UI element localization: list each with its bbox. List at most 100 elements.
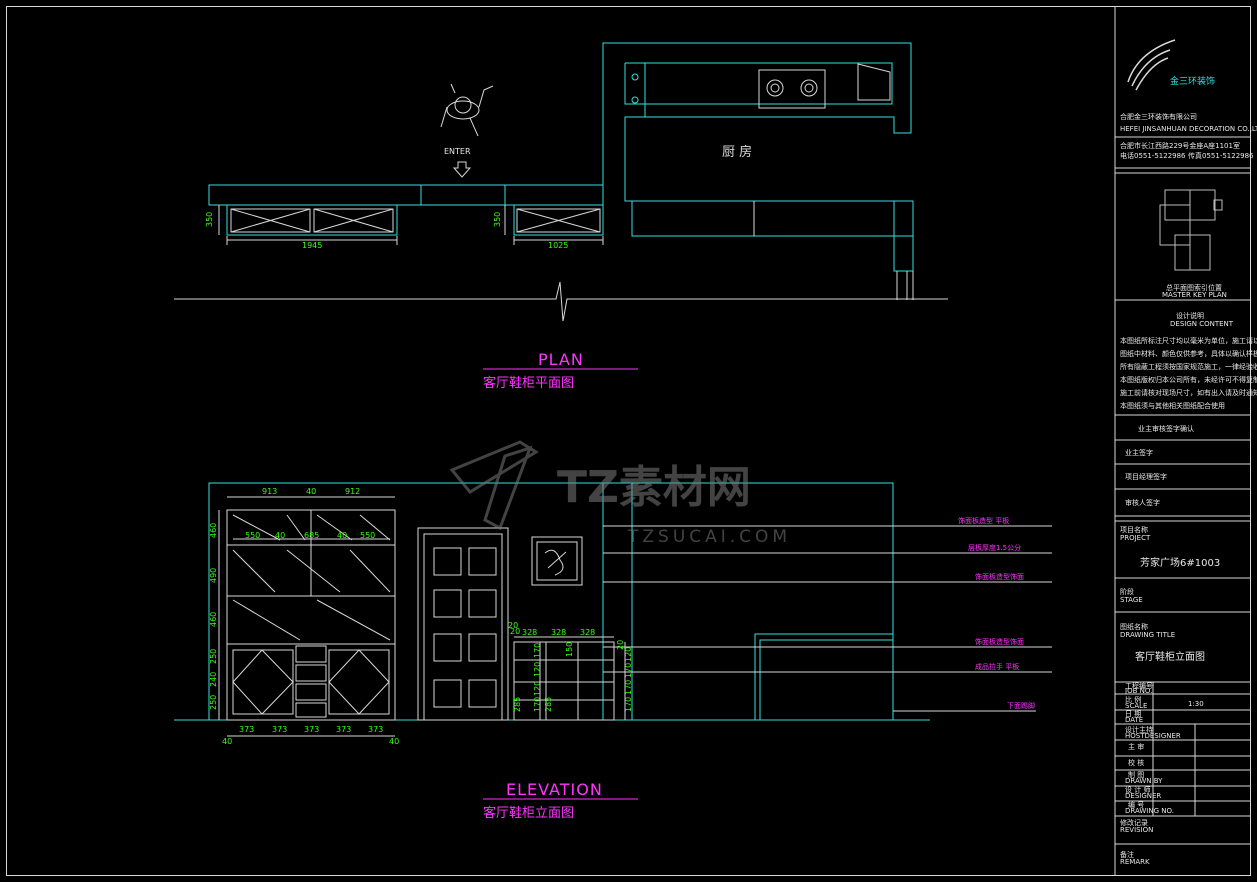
plan-view [174,42,948,322]
elev-right-top-dim-3: 328 [580,628,595,637]
remark-label: 备注 [1120,850,1134,859]
scale-value: 1:30 [1188,700,1204,708]
wall-picture-icon [531,536,583,586]
enter-label: ENTER [444,147,471,156]
elev-left-dim-2: 490 [209,568,218,583]
company-name-full: 合肥金三环装饰有限公司 [1120,112,1197,121]
keyplan-label-en: MASTER KEY PLAN [1162,291,1227,299]
elevation-title-cn: 客厅鞋柜立面图 [483,805,574,821]
dim-depth-left: 350 [205,212,214,227]
elev-bottom-dim-2: 373 [272,725,287,734]
drawn-label-en: DRAWN BY [1125,777,1163,785]
watermark-url: TZSUCAI.COM [627,527,791,547]
elev-edge-dim-right: 40 [389,737,399,746]
designer-label-en: DESIGNER [1125,792,1161,800]
elev-note-2: 层板厚度1.5公分 [968,543,1021,552]
revision-label: 修改记录 [1120,818,1148,827]
company-name-en: HEFEI JINSANHUAN DECORATION CO.,LTD. [1120,125,1257,133]
drawing-name: 客厅鞋柜立面图 [1135,650,1205,663]
sheet-label: 编 号 [1128,800,1144,809]
elev-row2-dim-5: 550 [360,531,375,540]
elev-top-dim-2: 40 [306,487,316,496]
note-2: 图纸中材料、颜色仅供参考，具体以确认样板为准 [1120,349,1257,358]
elev-right-vert-dim-3: 120 [533,681,542,696]
row-reviewer-sign: 审核人签字 [1125,498,1160,507]
title-block-text: 金三环装饰 合肥金三环装饰有限公司 HEFEI JINSANHUAN DECOR… [1120,75,1257,866]
note-4: 本图纸版权归本公司所有，未经许可不得复制使用 [1120,375,1257,384]
elev-right-vert-dim-4: 170 [533,697,542,712]
elev-row2-dim-3: 685 [304,531,319,540]
checker-label: 校 核 [1128,758,1144,767]
company-fax: 传真0551-5122986 [1188,151,1254,160]
drawing-border [6,6,1251,876]
design-label-en: HOSTDESIGNER [1125,732,1181,740]
elevation-labels: 913 40 912 550 40 685 40 550 460 490 460… [209,487,1035,821]
elev-row2-dim-1: 550 [245,531,260,540]
elev-far-dim-3: 170 [624,663,633,678]
scale-label: 比 例 [1125,695,1141,704]
plan-title-en: PLAN [538,350,584,369]
row-owner-sign: 业主签字 [1125,448,1153,457]
dim-width-left: 1945 [302,241,322,250]
company-phone: 电话0551-5122986 [1120,151,1186,160]
elev-right-small-dim-3: 150 [565,642,574,657]
remark-label-en: REMARK [1120,858,1150,866]
job-no-label-en: JOB NO. [1124,687,1152,695]
elev-right-vert-dim-1: 170 [533,643,542,658]
note-5: 施工前请核对现场尺寸，如有出入请及时通知设计师 [1120,388,1257,397]
sheet-label-en: DRAWING NO. [1125,807,1174,815]
notes-title: 设计说明 [1176,311,1204,320]
chief-label: 主 审 [1128,742,1144,751]
elev-far-dim-2: 170 [624,680,633,695]
scale-label-en: SCALE [1125,702,1147,710]
dim-depth-right: 350 [493,212,502,227]
note-3: 所有隐蔽工程须按国家规范施工，一律经验收后方可封闭 [1120,362,1257,371]
elev-bottom-dim-5: 373 [368,725,383,734]
date-label: 日 期 [1125,710,1141,718]
company-logo [1127,39,1176,91]
elev-right-small-dim-1: 20 [508,621,518,630]
company-address: 合肥市长江西路229号金座A座1101室 [1120,141,1240,150]
drawing-label-en: DRAWING TITLE [1120,631,1175,639]
elev-row2-dim-2: 40 [275,531,285,540]
elev-bottom-dim-3: 373 [304,725,319,734]
plan-labels: ENTER 厨 房 350 350 1945 1025 PLAN 客厅鞋柜平面图 [205,144,752,391]
stage-label: 阶段 [1120,587,1134,596]
project-name: 芳家广场6#1003 [1140,556,1220,569]
watermark: TZ素材网 TZSUCAI.COM [449,440,791,547]
elev-left-dim-3: 460 [209,612,218,627]
elev-top-dim-3: 912 [345,487,360,496]
enter-arrow-icon [452,161,472,178]
watermark-logo-icon [449,440,539,531]
note-1: 本图纸所标注尺寸均以毫米为单位，施工请以现场为准 [1120,336,1257,345]
elev-note-6: 下面踢脚 [1007,701,1035,710]
designer-label: 设 计 师 [1125,785,1150,794]
person-icon [440,83,494,137]
notes-title-en: DESIGN CONTENT [1170,320,1234,328]
row-owner-confirm: 业主审核签字确认 [1138,424,1194,433]
elev-note-5: 成品拉手 平板 [975,662,1019,671]
elevation-title-en: ELEVATION [506,780,603,799]
elev-top-dim-1: 913 [262,487,277,496]
elev-right-vert-dim-5: 285 [544,697,553,712]
key-plan-thumbnail [1159,189,1223,271]
elev-left-dim-6: 250 [209,695,218,710]
elev-right-vert-dim-6: 285 [513,697,522,712]
drawn-label: 制 图 [1128,770,1144,779]
plan-title-cn: 客厅鞋柜平面图 [483,375,574,391]
elev-right-vert-dim-2: 120 [533,662,542,677]
date-label-en: DATE [1125,716,1143,724]
project-label: 项目名称 [1120,525,1148,534]
elev-right-small-dim-2: 20 [510,627,520,636]
elev-right-top-dim-2: 328 [551,628,566,637]
elev-right-top-dim-1: 328 [522,628,537,637]
elev-row2-dim-4: 40 [337,531,347,540]
elev-left-dim-4: 250 [209,649,218,664]
design-label: 设计主持 [1125,725,1153,734]
elev-left-dim-1: 460 [209,523,218,538]
elevation-view [174,482,1052,737]
elev-note-4: 饰面板造型饰面 [975,637,1024,646]
dim-width-right: 1025 [548,241,568,250]
project-label-en: PROJECT [1120,534,1151,542]
